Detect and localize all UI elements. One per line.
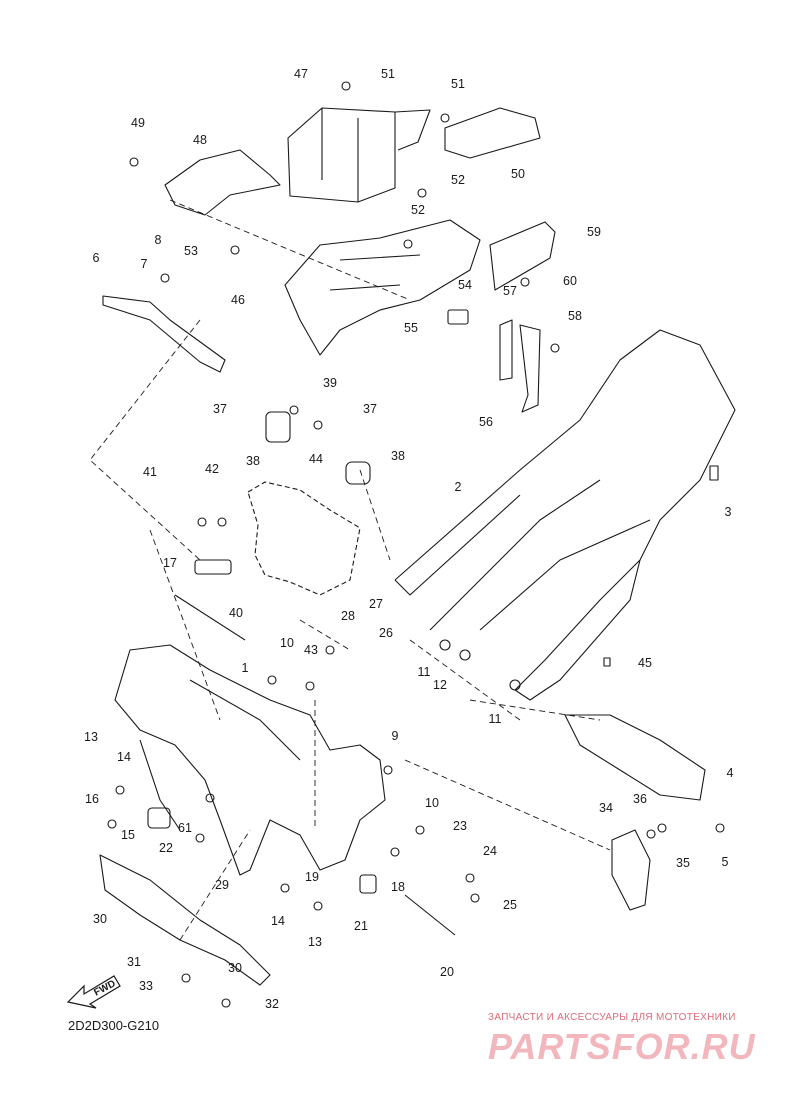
watermark-tagline: ЗАПЧАСТИ И АКСЕССУАРЫ ДЛЯ МОТОТЕХНИКИ: [488, 1012, 736, 1023]
callout-32[interactable]: 32: [265, 996, 279, 1011]
callout-29[interactable]: 29: [215, 877, 229, 892]
callout-51[interactable]: 51: [451, 76, 465, 91]
callout-16[interactable]: 16: [85, 791, 99, 806]
callout-33[interactable]: 33: [139, 978, 153, 993]
main-frame-1: [114, 644, 386, 876]
callout-18[interactable]: 18: [391, 879, 405, 894]
callout-31[interactable]: 31: [127, 954, 141, 969]
callout-55[interactable]: 55: [404, 320, 418, 335]
callout-51[interactable]: 51: [381, 66, 395, 81]
stay-6: [102, 295, 226, 373]
callout-17[interactable]: 17: [163, 555, 177, 570]
callout-27[interactable]: 27: [369, 596, 383, 611]
bracket-4: [564, 714, 706, 801]
callout-49[interactable]: 49: [131, 115, 145, 130]
callout-24[interactable]: 24: [483, 843, 497, 858]
callout-10[interactable]: 10: [425, 795, 439, 810]
callout-40[interactable]: 40: [229, 605, 243, 620]
callout-11[interactable]: 11: [488, 711, 502, 726]
battery-box-47: [287, 107, 431, 203]
fasteners: [107, 81, 725, 1008]
callout-56[interactable]: 56: [479, 414, 493, 429]
callout-44[interactable]: 44: [309, 451, 323, 466]
bar-57: [499, 319, 513, 381]
callout-30[interactable]: 30: [93, 911, 107, 926]
watermark-logo: PARTSFOR.RU: [488, 1026, 756, 1067]
decal-44: [247, 481, 361, 596]
callout-23[interactable]: 23: [453, 818, 467, 833]
callout-14[interactable]: 14: [271, 913, 285, 928]
callout-54[interactable]: 54: [458, 277, 472, 292]
callout-42[interactable]: 42: [205, 461, 219, 476]
callout-57[interactable]: 57: [503, 283, 517, 298]
callout-5[interactable]: 5: [721, 854, 729, 869]
callout-25[interactable]: 25: [503, 897, 517, 912]
cover-48: [164, 149, 281, 216]
callout-43[interactable]: 43: [304, 642, 318, 657]
callout-46[interactable]: 46: [231, 292, 245, 307]
callout-15[interactable]: 15: [121, 827, 135, 842]
callout-38[interactable]: 38: [391, 448, 405, 463]
callout-30[interactable]: 30: [228, 960, 242, 975]
callout-39[interactable]: 39: [323, 375, 337, 390]
bar-56: [519, 324, 541, 413]
callout-35[interactable]: 35: [676, 855, 690, 870]
guard-29: [99, 854, 271, 986]
fwd-arrow-icon: FWD: [66, 970, 122, 1010]
callout-61[interactable]: 61: [178, 820, 192, 835]
callout-28[interactable]: 28: [341, 608, 355, 623]
callout-13[interactable]: 13: [84, 729, 98, 744]
callout-41[interactable]: 41: [143, 464, 157, 479]
callout-7[interactable]: 7: [140, 256, 148, 271]
callout-58[interactable]: 58: [568, 308, 582, 323]
callout-1[interactable]: 1: [241, 660, 249, 675]
callout-2[interactable]: 2: [454, 479, 462, 494]
callout-8[interactable]: 8: [154, 232, 162, 247]
callout-37[interactable]: 37: [213, 401, 227, 416]
callout-22[interactable]: 22: [159, 840, 173, 855]
plate-59: [489, 221, 556, 291]
callout-53[interactable]: 53: [184, 243, 198, 258]
callout-37[interactable]: 37: [363, 401, 377, 416]
callout-12[interactable]: 12: [433, 677, 447, 692]
callout-38[interactable]: 38: [246, 453, 260, 468]
callout-13[interactable]: 13: [308, 934, 322, 949]
bracket-46: [284, 219, 481, 356]
cover-50: [444, 107, 541, 159]
callout-36[interactable]: 36: [633, 791, 647, 806]
diagram-code: 2D2D300-G210: [68, 1018, 160, 1033]
callout-6[interactable]: 6: [92, 250, 100, 265]
callout-47[interactable]: 47: [294, 66, 308, 81]
callout-48[interactable]: 48: [193, 132, 207, 147]
callout-20[interactable]: 20: [440, 964, 454, 979]
callout-4[interactable]: 4: [726, 765, 734, 780]
callout-60[interactable]: 60: [563, 273, 577, 288]
callout-34[interactable]: 34: [599, 800, 613, 815]
rear-frame-2: [394, 329, 736, 701]
callout-9[interactable]: 9: [391, 728, 399, 743]
callout-26[interactable]: 26: [379, 625, 393, 640]
callout-11[interactable]: 11: [417, 664, 431, 679]
callout-21[interactable]: 21: [354, 918, 368, 933]
bracket-34: [611, 829, 651, 911]
callout-52[interactable]: 52: [451, 172, 465, 187]
callout-50[interactable]: 50: [511, 166, 525, 181]
callout-10[interactable]: 10: [280, 635, 294, 650]
callout-14[interactable]: 14: [117, 749, 131, 764]
callout-45[interactable]: 45: [638, 655, 652, 670]
callout-52[interactable]: 52: [411, 202, 425, 217]
callout-19[interactable]: 19: [305, 869, 319, 884]
callout-3[interactable]: 3: [724, 504, 732, 519]
callout-59[interactable]: 59: [587, 224, 601, 239]
